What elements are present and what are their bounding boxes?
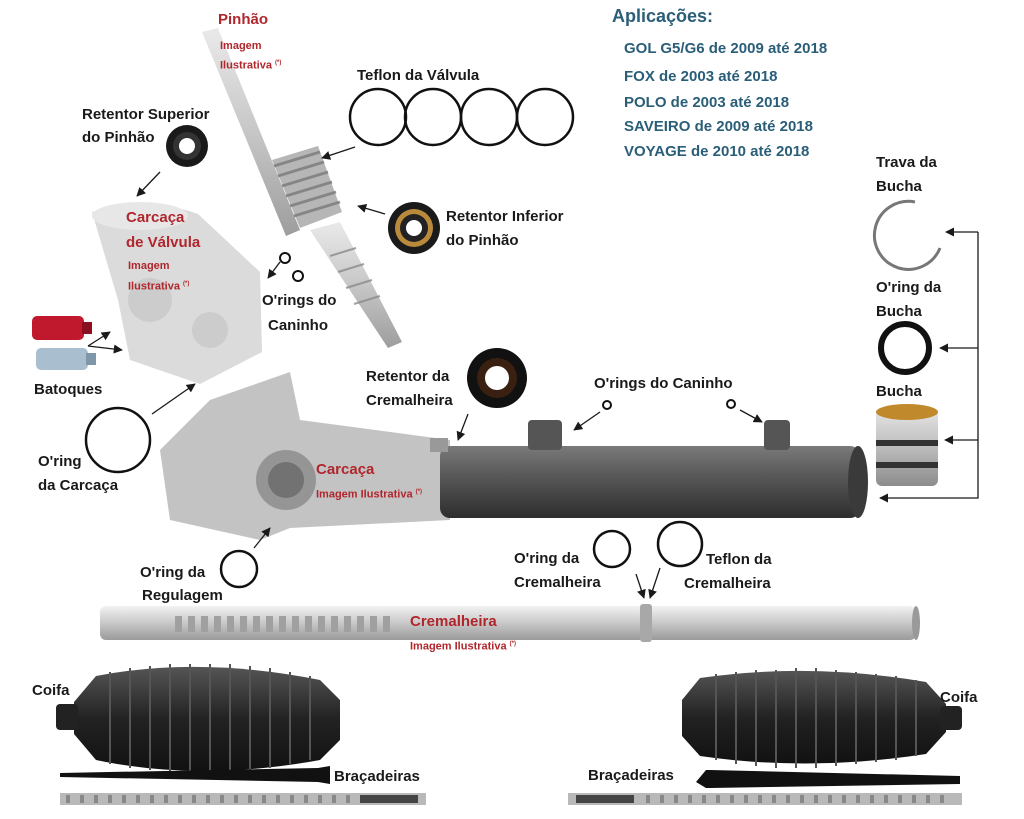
rack-seal	[467, 348, 527, 408]
right-clamps	[568, 770, 962, 805]
valve-housing-image-note-2: Ilustrativa (*)	[128, 280, 190, 293]
left-boot	[56, 664, 340, 772]
upper-pinion-seal	[166, 125, 208, 167]
application-item: SAVEIRO de 2009 até 2018	[624, 118, 813, 135]
applications-title: Aplicações:	[612, 6, 714, 26]
housing-oring-label-2: da Carcaça	[38, 477, 119, 494]
right-boot	[682, 668, 962, 768]
right-boot-label: Coifa	[940, 689, 978, 706]
valve-housing-label-2: de Válvula	[126, 234, 201, 251]
pinion-label: Pinhão	[218, 11, 269, 28]
valve-teflon-label: Teflon da Válvula	[357, 67, 480, 84]
upper-seal-label-2: do Pinhão	[82, 129, 155, 146]
caninho-orings-label-2: Caninho	[268, 317, 328, 334]
housing-oring	[84, 406, 152, 474]
bushing-oring	[878, 321, 932, 375]
bushing	[876, 404, 938, 486]
leader-arrows	[87, 146, 979, 599]
housing-oring-label-1: O'ring	[38, 453, 82, 470]
bushing-label: Bucha	[876, 383, 922, 400]
bushing-lock-ring	[873, 199, 942, 271]
rack-image-note: Imagem Ilustrativa (*)	[410, 640, 516, 653]
adjuster-oring-label-2: Regulagem	[142, 587, 223, 604]
rack-seal-label-2: Cremalheira	[366, 392, 453, 409]
tube-caninho-orings-label: O'rings do Caninho	[594, 375, 733, 392]
left-boot-label: Coifa	[32, 682, 70, 699]
valve-housing	[92, 202, 262, 384]
bushing-oring-label-2: Bucha	[876, 303, 922, 320]
application-item: GOL G5/G6 de 2009 até 2018	[624, 40, 828, 57]
valve-housing-label-1: Carcaça	[126, 209, 185, 226]
pinion-image-note-1: Imagem	[220, 40, 262, 52]
lower-pinion-seal	[388, 202, 440, 254]
bushing-lock-label-1: Trava da	[876, 154, 937, 171]
rack-teflon-label-1: Teflon da	[706, 551, 772, 568]
adjuster-oring-label-1: O'ring da	[140, 564, 206, 581]
lower-seal-label-2: do Pinhão	[446, 232, 519, 249]
rack-label: Cremalheira	[410, 613, 497, 630]
batoques-plugs	[32, 316, 96, 370]
caninho-small-orings-2	[602, 399, 736, 410]
upper-seal-label-1: Retentor Superior	[82, 106, 210, 123]
rack-teflon-ring	[656, 520, 704, 568]
left-clamps	[60, 766, 426, 805]
left-clamps-label: Braçadeiras	[334, 768, 420, 785]
rack-oring-label-2: Cremalheira	[514, 574, 601, 591]
caninho-small-orings-1	[279, 252, 304, 282]
batoques-label: Batoques	[34, 381, 103, 398]
application-item: FOX de 2003 até 2018	[624, 68, 778, 85]
pinion-shaft	[202, 28, 402, 348]
rack-bar	[100, 604, 920, 642]
rack-seal-label-1: Retentor da	[366, 368, 450, 385]
valve-teflon-rings	[348, 87, 575, 147]
caninho-orings-label-1: O'rings do	[262, 292, 337, 309]
rack-teflon-label-2: Cremalheira	[684, 575, 771, 592]
lower-seal-label-1: Retentor Inferior	[446, 208, 564, 225]
right-clamps-label: Braçadeiras	[588, 767, 674, 784]
bushing-oring-label-1: O'ring da	[876, 279, 942, 296]
valve-housing-image-note-1: Imagem	[128, 260, 170, 272]
bushing-lock-label-2: Bucha	[876, 178, 922, 195]
main-housing-label: Carcaça	[316, 461, 375, 478]
main-housing-image-note: Imagem Ilustrativa (*)	[316, 488, 422, 501]
application-item: POLO de 2003 até 2018	[624, 94, 790, 111]
application-item: VOYAGE de 2010 até 2018	[624, 143, 810, 160]
rack-oring-label-1: O'ring da	[514, 550, 580, 567]
pinion-image-note-2: Ilustrativa (*)	[220, 59, 282, 72]
main-housing	[160, 372, 868, 540]
adjuster-oring	[219, 549, 259, 589]
rack-oring	[592, 529, 632, 569]
